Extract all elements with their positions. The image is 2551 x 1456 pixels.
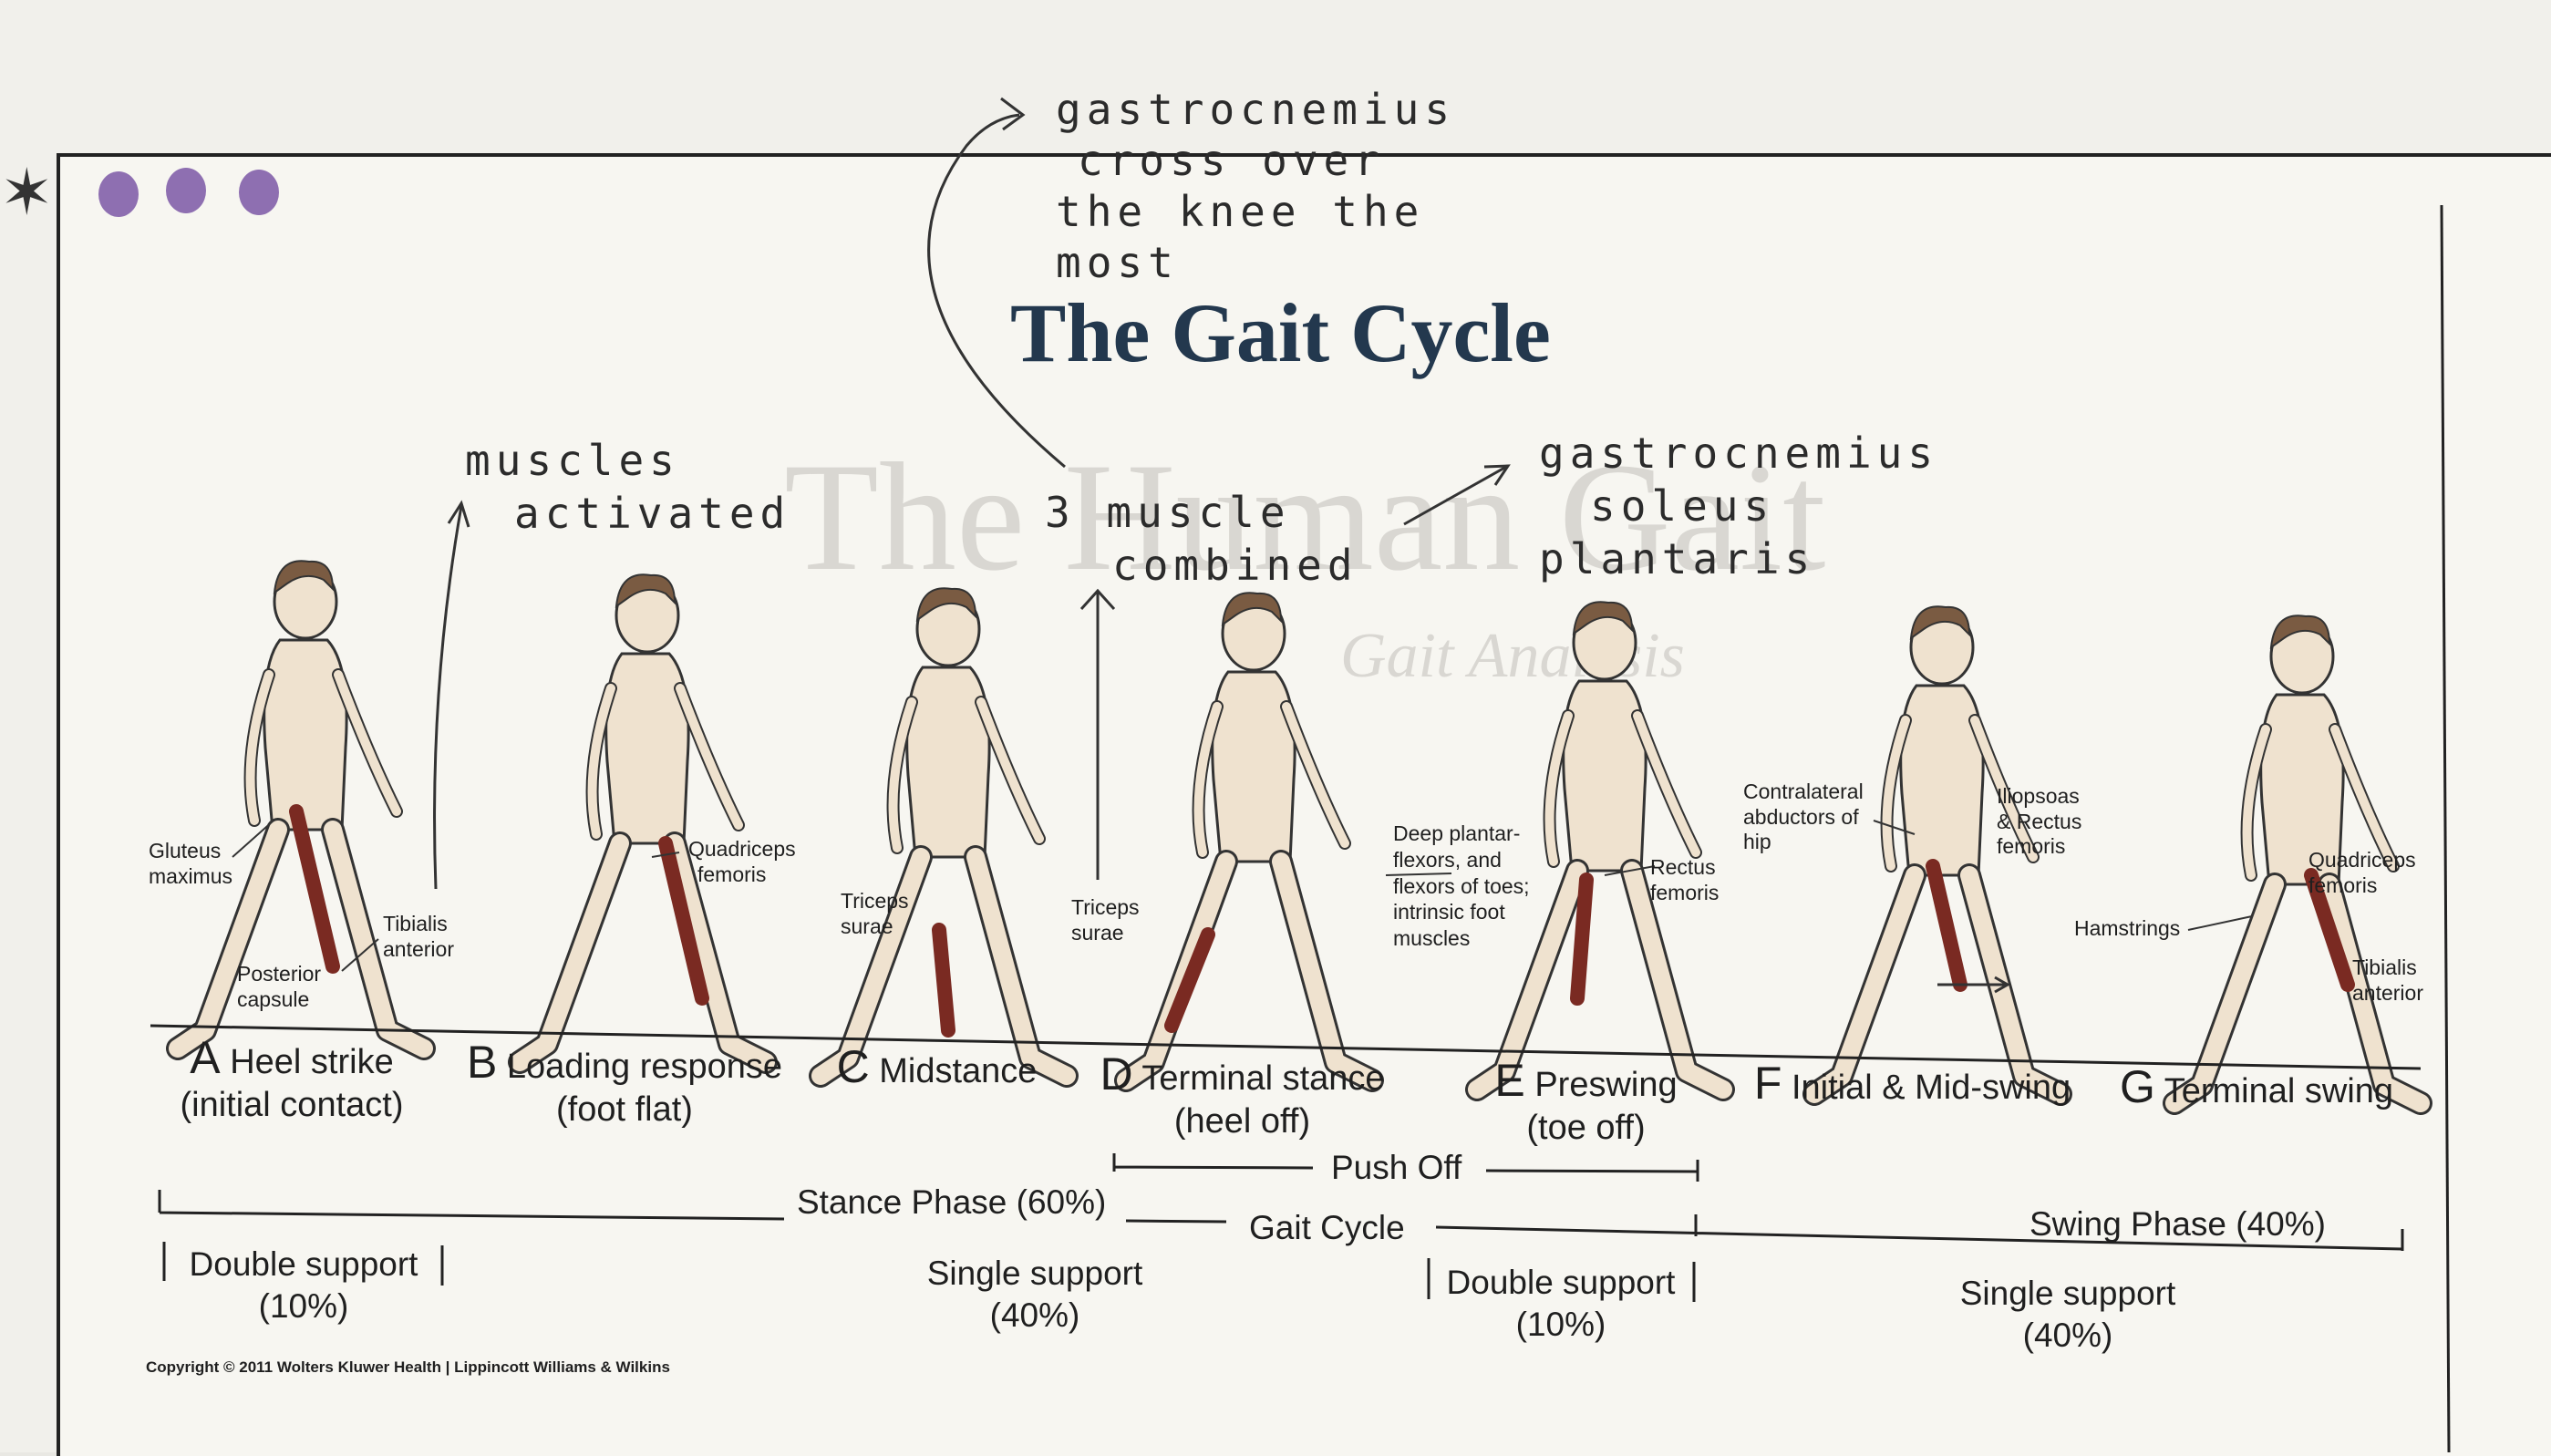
arrow-muscles: [433, 505, 463, 890]
single-support-1: Single support(40%): [926, 1255, 1143, 1335]
double-support-2-marks: [1427, 1258, 1696, 1302]
arrow-gastro: [927, 113, 1066, 469]
stage-e: E Preswing(toe off): [1494, 1055, 1678, 1147]
swing-phase-label: Swing Phase (40%): [2029, 1205, 2326, 1243]
star-icon: ✶: [0, 157, 54, 228]
note-trio: gastrocnemius soleus plantaris: [1539, 429, 1939, 583]
swing-bracket: [1435, 1214, 2404, 1251]
stance-phase-label: Stance Phase (60%): [797, 1183, 1107, 1221]
copyright: Copyright © 2011 Wolters Kluwer Health |…: [146, 1358, 670, 1376]
stage-d: D Terminal stance(heel off): [1100, 1048, 1385, 1141]
label-hamstrings: Hamstrings: [2074, 916, 2181, 940]
double-support-1-marks: [162, 1242, 444, 1286]
figure-swing: [1814, 606, 2060, 1094]
single-support-2: Single support(40%): [1959, 1275, 2176, 1355]
note-combined: 3 muscle combined: [1045, 488, 1358, 590]
gait-cycle-label: Gait Cycle: [1249, 1209, 1405, 1246]
figure-loading-response: [520, 574, 766, 1062]
figure-terminal-stance: [1126, 593, 1372, 1080]
page-title: The Gait Cycle: [1010, 286, 1551, 379]
stance-bracket: [158, 1190, 1227, 1224]
double-support-1: Double support(10%): [189, 1245, 418, 1326]
note-gastro: gastrocnemius cross over the knee the mo…: [1056, 85, 1456, 287]
figure-terminal-swing: [2174, 615, 2421, 1103]
stage-a: A Heel strike(initial contact): [180, 1032, 404, 1124]
push-off-bracket: [1112, 1153, 1699, 1182]
purple-dot-1: [98, 171, 139, 217]
stage-b: B Loading response(foot flat): [466, 1037, 783, 1129]
figure-midstance: [821, 588, 1067, 1076]
worksheet-sheet: [57, 153, 2551, 1456]
push-off-label: Push Off: [1331, 1149, 1462, 1186]
note-muscles: muscles activated: [465, 436, 791, 538]
figure-preswing: [1477, 602, 1723, 1089]
figure-heel-strike: [178, 561, 424, 1048]
stage-f: F Initial & Mid-swing: [1753, 1058, 2071, 1109]
stage-g: G Terminal swing: [2119, 1061, 2394, 1112]
purple-dot-2: [166, 168, 206, 213]
stage-c: C Midstance: [836, 1041, 1038, 1092]
arrow-trio: [1403, 465, 1507, 526]
double-support-2: Double support(10%): [1446, 1264, 1676, 1344]
purple-dot-3: [239, 170, 279, 215]
ghost-title: The Human Gait: [784, 431, 1826, 603]
ground-line: [150, 1024, 2422, 1070]
